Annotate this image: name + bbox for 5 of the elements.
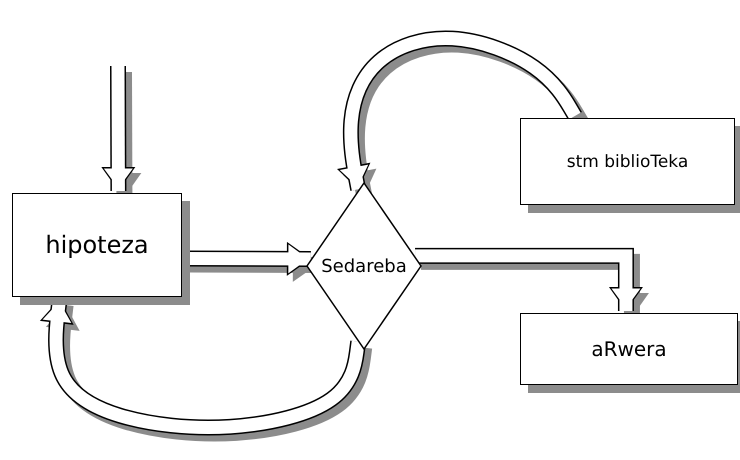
- node-label: aRwera: [591, 337, 667, 361]
- node-label: stm biblioTeka: [566, 152, 688, 172]
- node-label: Sedareba: [321, 256, 407, 276]
- node-label: hipoteza: [45, 231, 149, 259]
- decision-diamond: [306, 182, 422, 350]
